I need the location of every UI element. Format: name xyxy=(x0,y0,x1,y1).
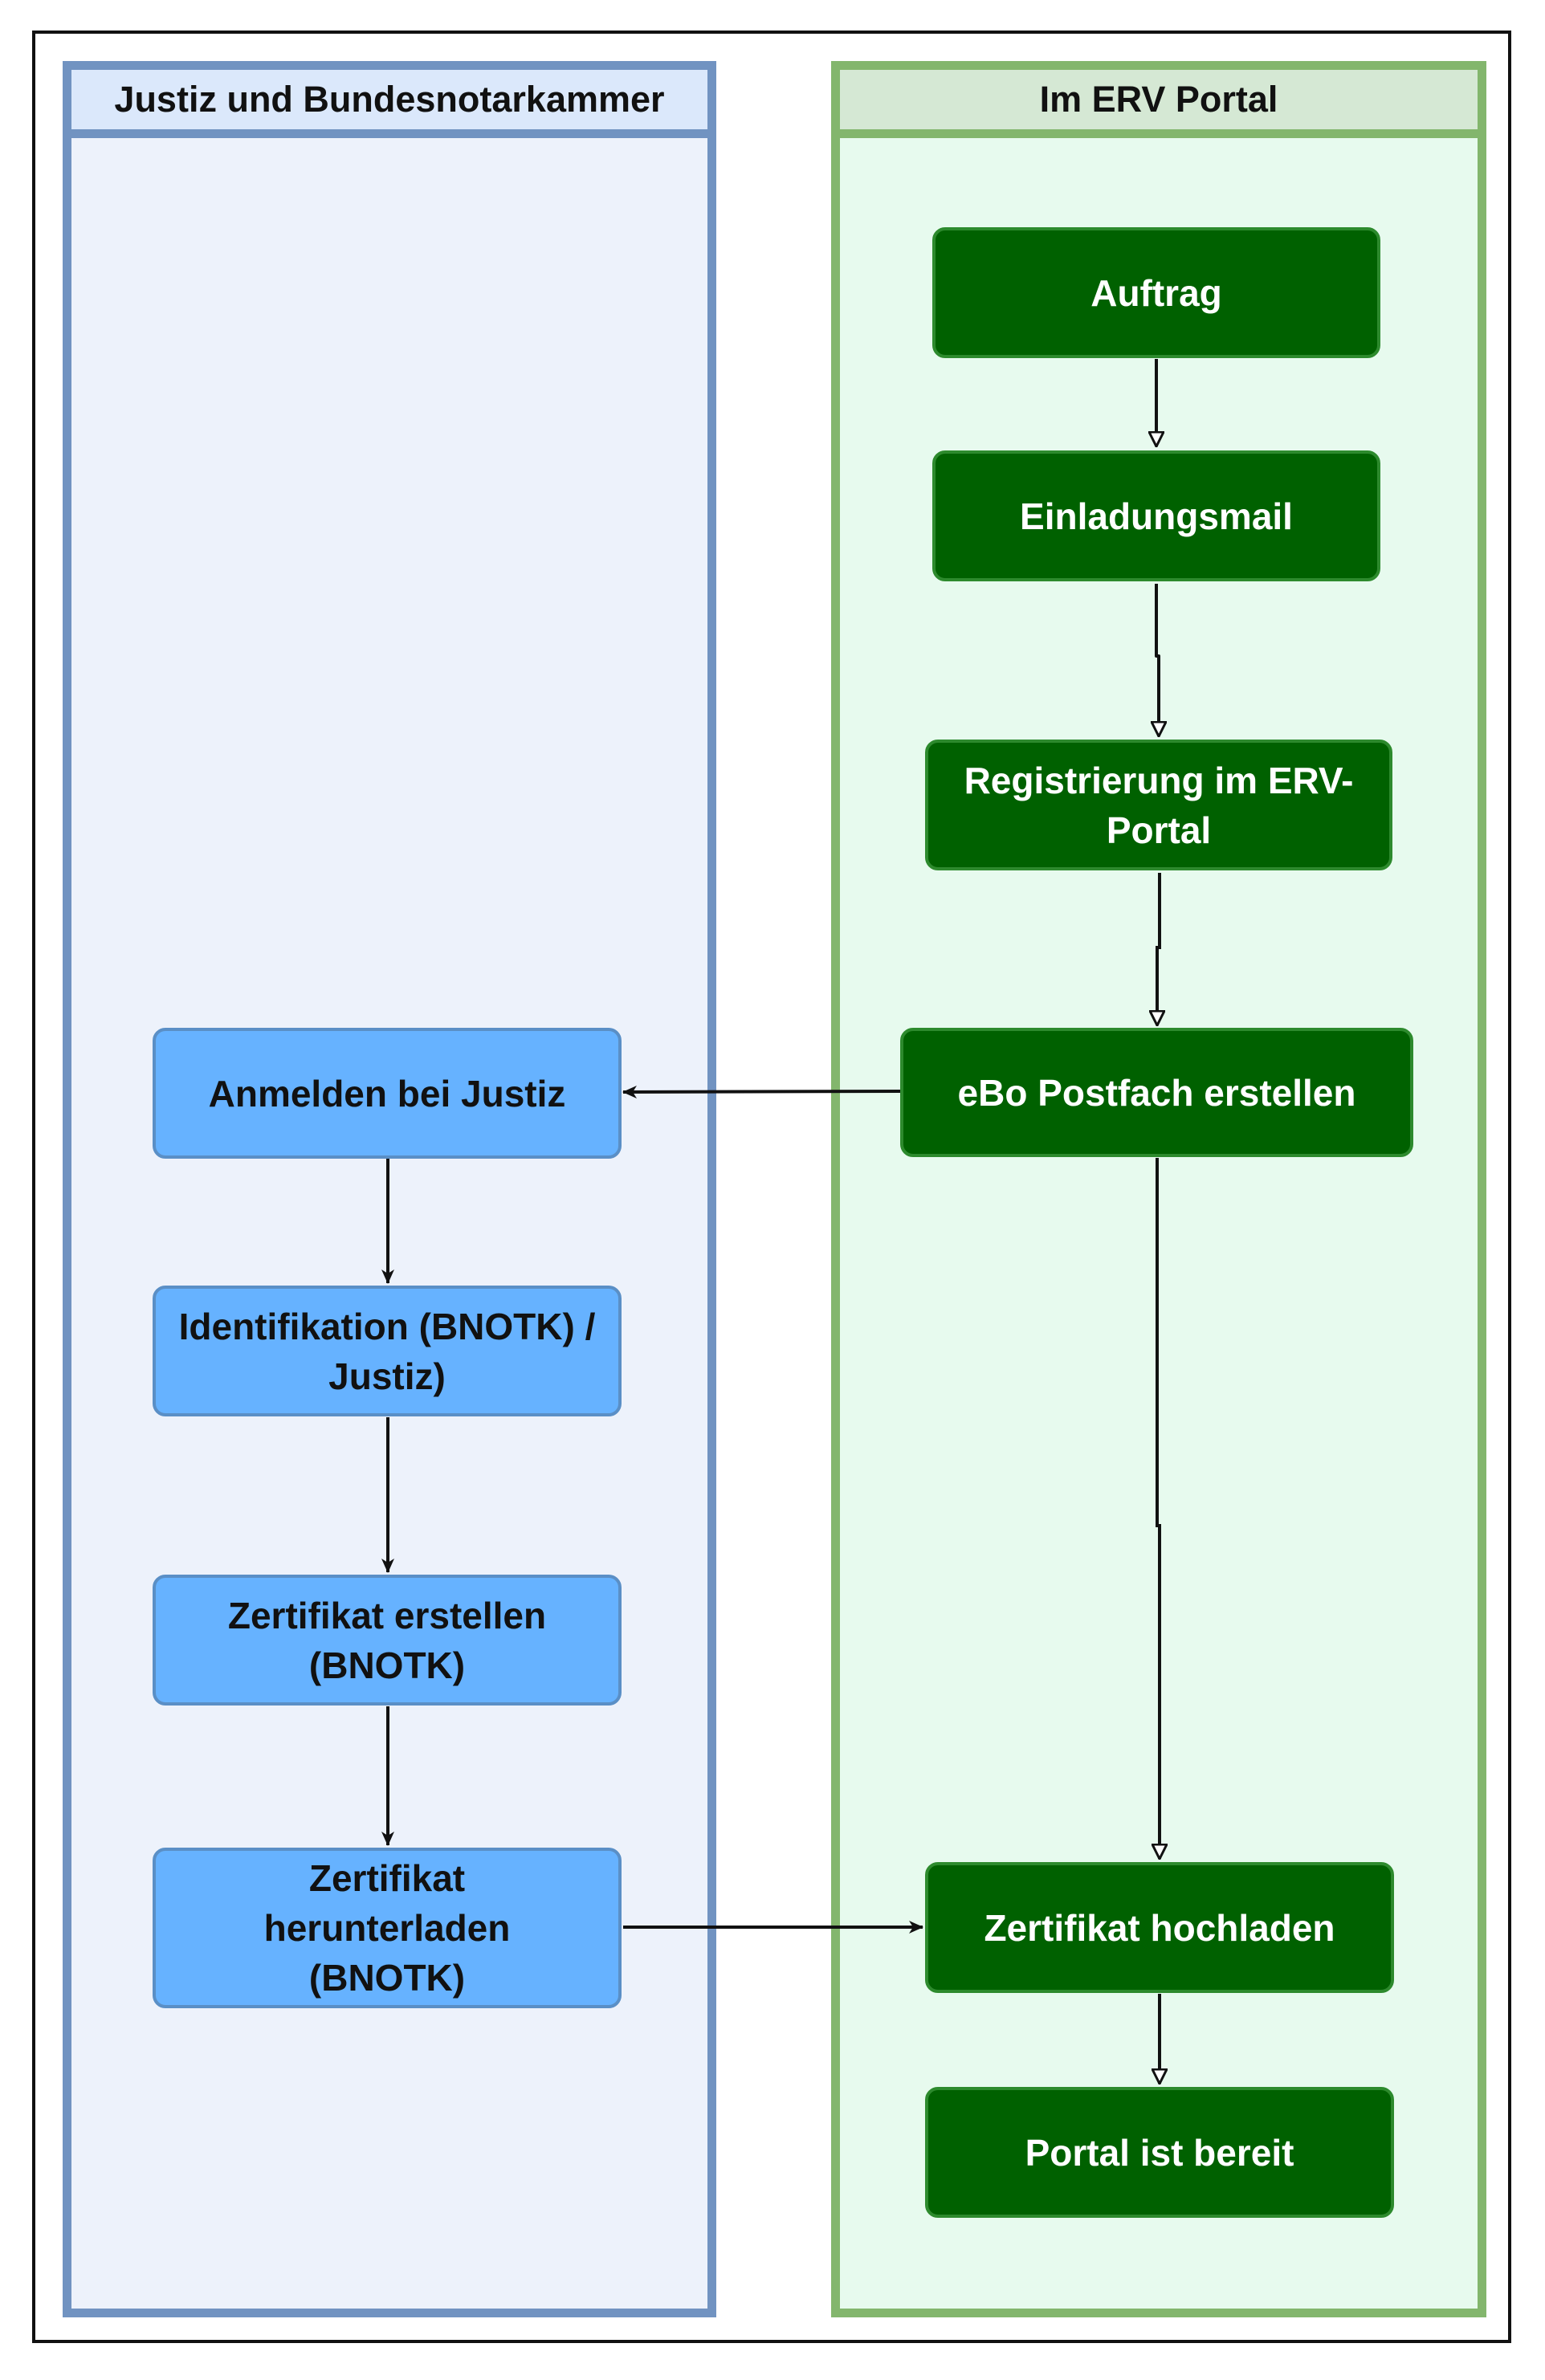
node-portal-bereit: Portal ist bereit xyxy=(925,2087,1394,2218)
node-postfach-label: eBo Postfach erstellen xyxy=(957,1071,1356,1114)
lane-justiz-title: Justiz und Bundesnotarkammer xyxy=(71,70,707,138)
node-einladungsmail-label: Einladungsmail xyxy=(1020,495,1293,537)
edge-einladungsmail-registrierung xyxy=(1156,584,1159,736)
node-anmelden-label: Anmelden bei Justiz xyxy=(208,1072,566,1115)
node-zertifikat-herunterladen: Zertifikat herunterladen (BNOTK) xyxy=(153,1848,622,2008)
node-anmelden: Anmelden bei Justiz xyxy=(153,1028,622,1159)
edge-postfach-hochladen xyxy=(1157,1158,1160,1859)
node-einladungsmail: Einladungsmail xyxy=(932,450,1380,581)
lane-erv-portal-title: Im ERV Portal xyxy=(840,70,1478,138)
node-zertifikat-hochladen-label: Zertifikat hochladen xyxy=(984,1906,1335,1949)
node-postfach: eBo Postfach erstellen xyxy=(900,1028,1413,1157)
edge-registrierung-postfach xyxy=(1157,873,1160,1025)
node-zertifikat-hochladen: Zertifikat hochladen xyxy=(925,1862,1394,1993)
node-zertifikat-herunterladen-label: Zertifikat herunterladen (BNOTK) xyxy=(263,1857,511,1999)
node-portal-bereit-label: Portal ist bereit xyxy=(1025,2131,1294,2174)
node-identifikation: Identifikation (BNOTK) / Justiz) xyxy=(153,1286,622,1416)
node-identifikation-label: Identifikation (BNOTK) / Justiz) xyxy=(178,1305,596,1397)
node-registrierung-label: Registrierung im ERV-Portal xyxy=(964,759,1354,851)
node-zertifikat-erstellen: Zertifikat erstellen (BNOTK) xyxy=(153,1575,622,1706)
edge-postfach-anmelden xyxy=(622,1085,901,1098)
node-auftrag-label: Auftrag xyxy=(1090,271,1222,314)
node-registrierung: Registrierung im ERV-Portal xyxy=(925,740,1392,870)
node-zertifikat-erstellen-label: Zertifikat erstellen (BNOTK) xyxy=(227,1594,547,1686)
node-auftrag: Auftrag xyxy=(932,227,1380,358)
diagram-frame xyxy=(32,31,1511,2343)
